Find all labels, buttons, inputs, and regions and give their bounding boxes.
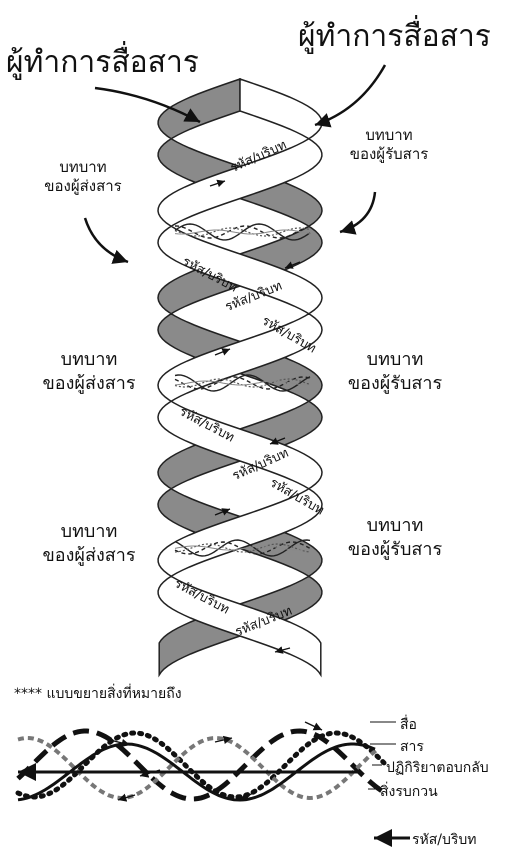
role-subtitle: ของผู้รับสาร — [334, 145, 444, 164]
role-subtitle: ของผู้รับสาร — [328, 372, 462, 396]
communicator-right-label: ผู้ทำการสื่อสาร — [298, 20, 491, 54]
role-subtitle: ของผู้ส่งสาร — [28, 177, 138, 196]
role-title: บทบาท — [28, 158, 138, 177]
communicator-left-label: ผู้ทำการสื่อสาร — [6, 46, 199, 80]
role-title: บทบาท — [22, 520, 156, 544]
arrow-communicator-right — [315, 65, 385, 125]
role-sender-top-left: บทบาท ของผู้ส่งสาร — [28, 158, 138, 196]
role-receiver-middle-right: บทบาท ของผู้รับสาร — [328, 348, 462, 396]
role-sender-bottom-left: บทบาท ของผู้ส่งสาร — [22, 520, 156, 568]
role-receiver-bottom-right: บทบาท ของผู้รับสาร — [328, 514, 462, 562]
legend-item-feedback: ปฏิกิริยาตอบกลับ — [386, 757, 489, 779]
legend-note: **** แบบขยายสิ่งที่หมายถึง — [14, 683, 182, 705]
role-title: บทบาท — [328, 348, 462, 372]
role-title: บทบาท — [334, 126, 444, 145]
legend-item-medium: สื่อ — [400, 714, 417, 736]
role-subtitle: ของผู้ส่งสาร — [22, 372, 156, 396]
arrow-role-sender — [85, 218, 128, 262]
legend-item-code-context: รหัส/บริบท — [412, 829, 477, 851]
role-receiver-top-right: บทบาท ของผู้รับสาร — [334, 126, 444, 164]
role-subtitle: ของผู้ส่งสาร — [22, 544, 156, 568]
legend-wave-feedback — [18, 738, 378, 798]
legend-item-noise: สิ่งรบกวน — [380, 781, 438, 803]
role-subtitle: ของผู้รับสาร — [328, 538, 462, 562]
role-title: บทบาท — [328, 514, 462, 538]
arrow-role-receiver — [340, 192, 375, 232]
role-sender-middle-left: บทบาท ของผู้ส่งสาร — [22, 348, 156, 396]
legend-small-arrow — [305, 722, 322, 730]
legend-item-message: สาร — [400, 736, 424, 758]
role-title: บทบาท — [22, 348, 156, 372]
